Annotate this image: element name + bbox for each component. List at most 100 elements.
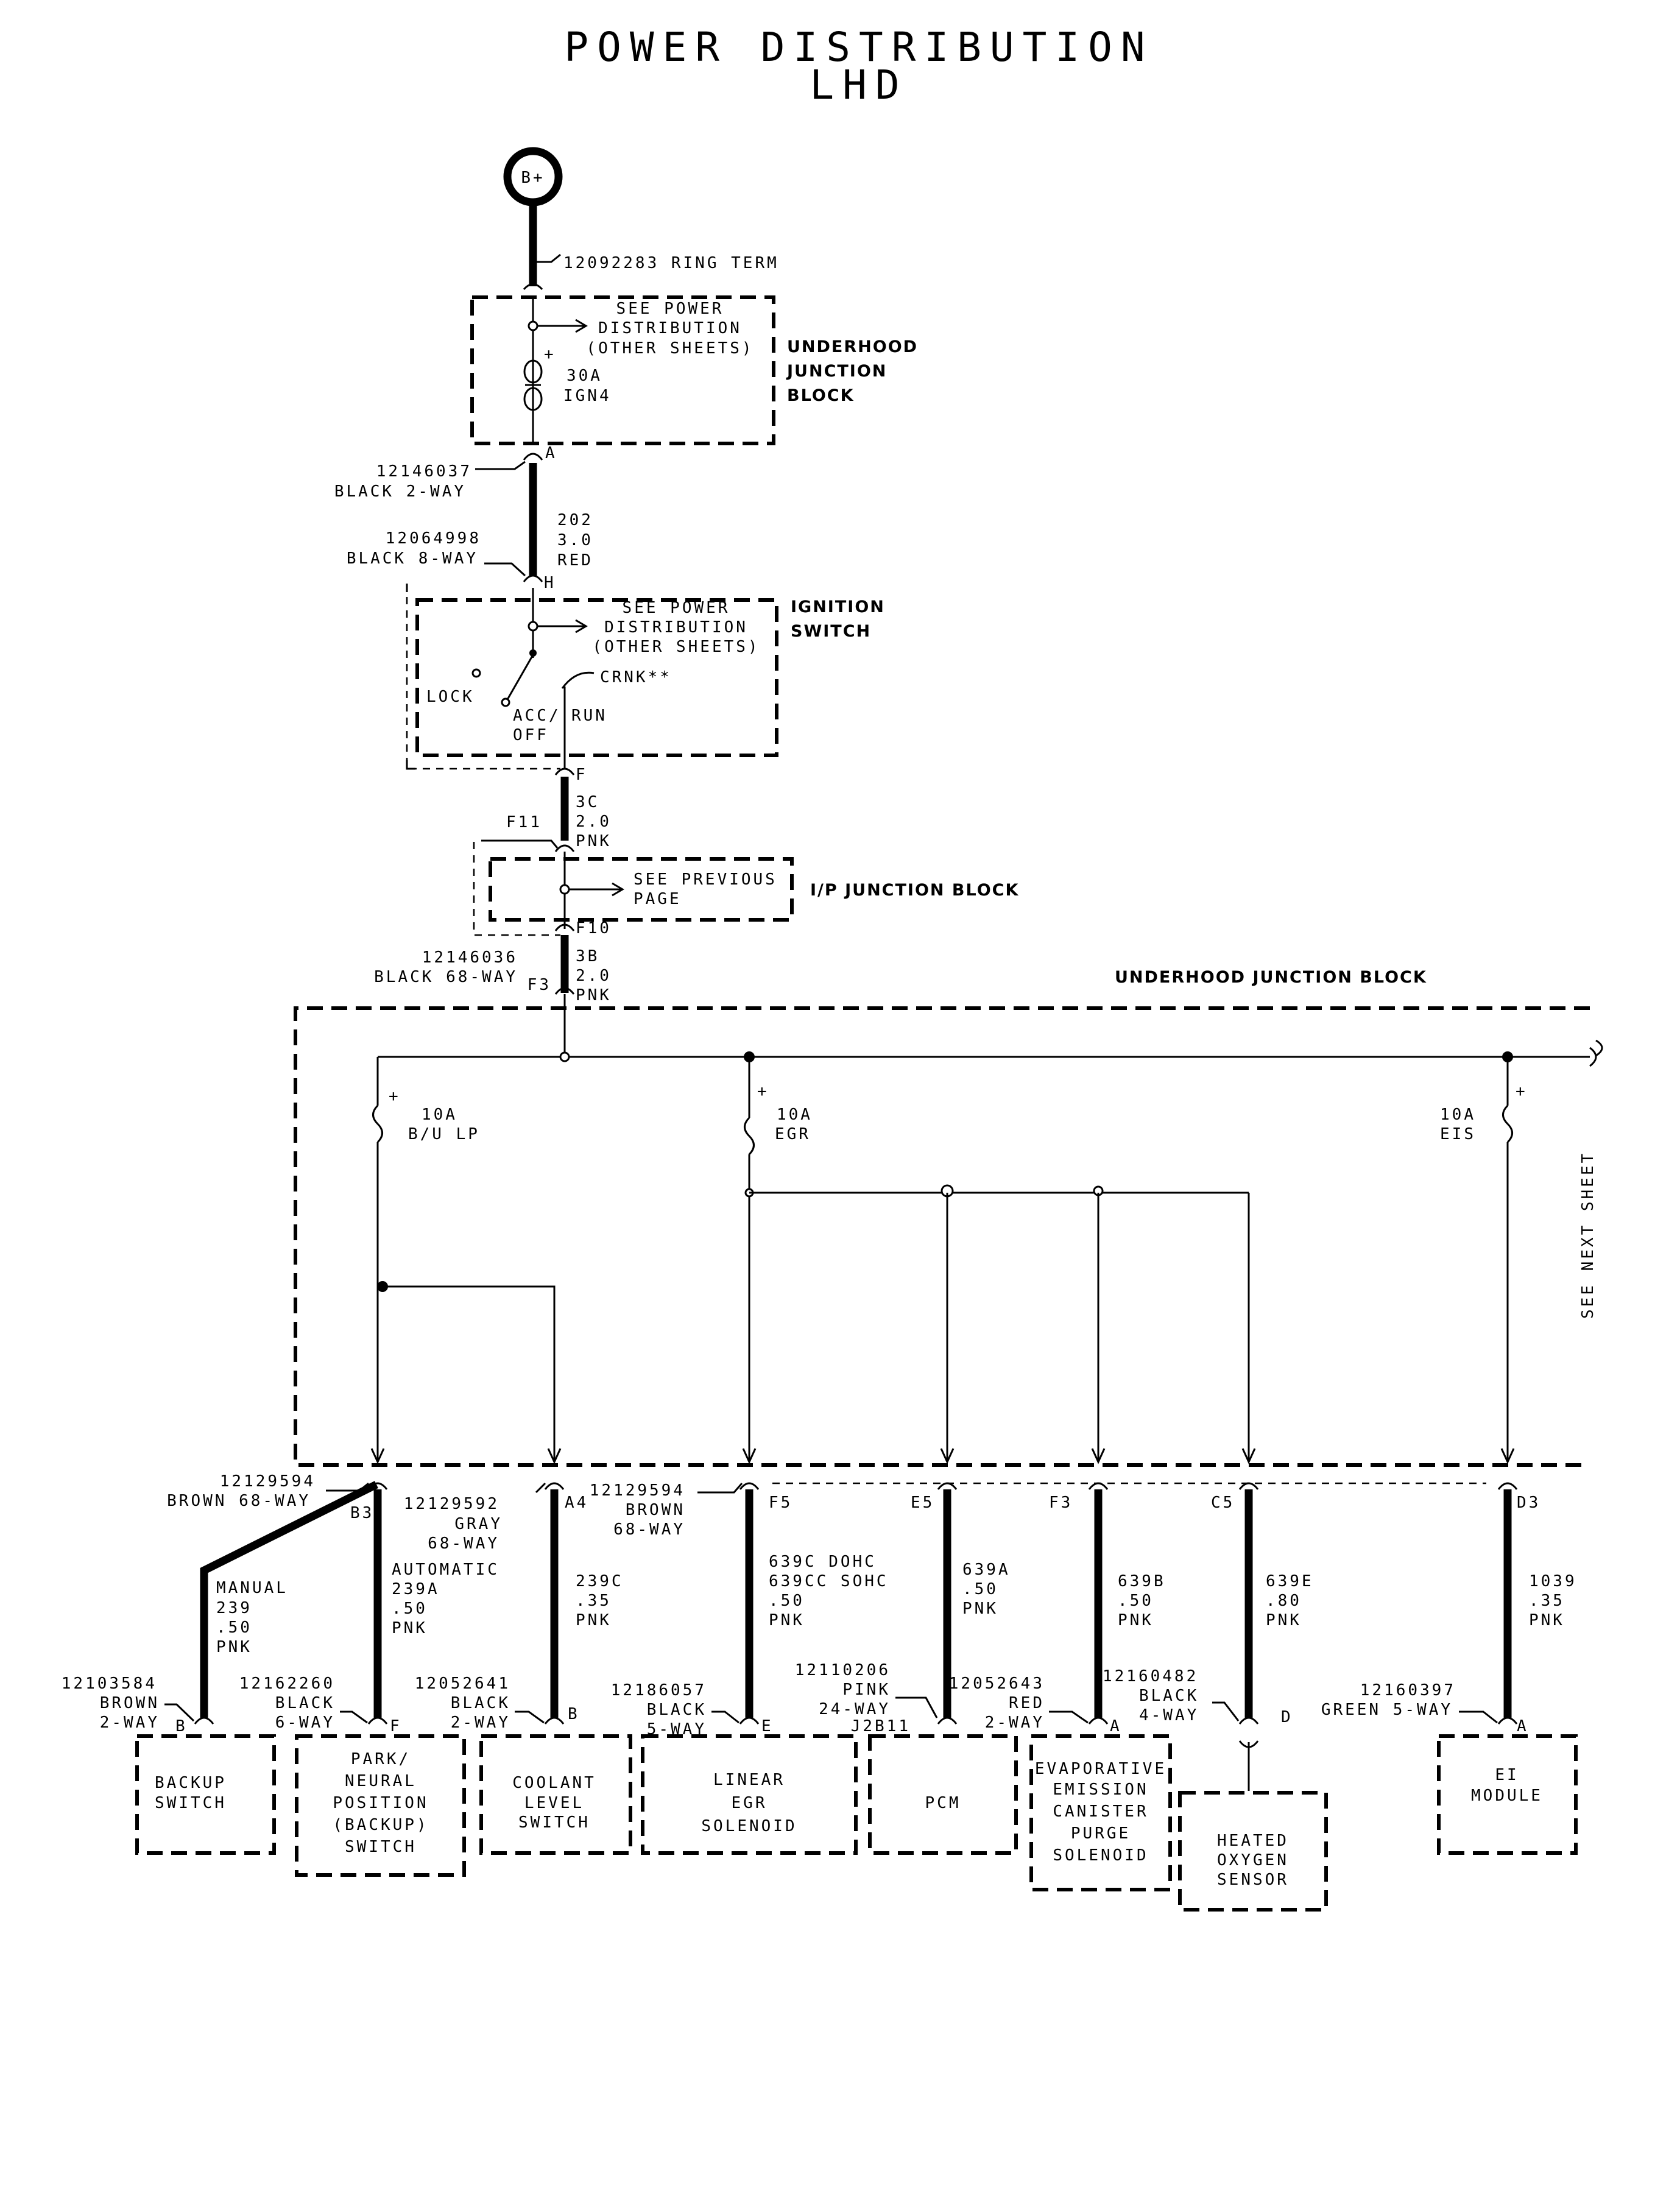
wire-639b-color: PNK (1118, 1611, 1154, 1629)
pin-f3: F3 (1049, 1494, 1073, 1512)
underhood-main-name: UNDERHOOD JUNCTION BLOCK (1115, 968, 1427, 987)
o2-pin: D (1281, 1708, 1293, 1726)
backup-name1: BACKUP (155, 1774, 227, 1792)
pin-f5: F5 (769, 1494, 792, 1512)
wire-3b-circuit: 3B (576, 947, 599, 966)
backup-conn-part: 12103584 (62, 1675, 157, 1693)
fuse-eis-plus: + (1516, 1082, 1528, 1101)
ignition-crank-contact (561, 671, 595, 689)
ignition-lock: LOCK (426, 688, 475, 706)
underhood-top-see-2: DISTRIBUTION (598, 319, 742, 337)
coolant-conn-desc1: BLACK (451, 1694, 510, 1712)
fuse-bulp-plus: + (389, 1087, 401, 1106)
coolant-name2: LEVEL (524, 1794, 584, 1812)
wire-202-gauge: 3.0 (557, 531, 593, 549)
pcm-conn-desc1: PINK (842, 1681, 891, 1699)
fuse-eis-name: EIS (1440, 1125, 1476, 1143)
underhood-top-name-1: UNDERHOOD (787, 337, 918, 356)
wire-3b-gauge: 2.0 (576, 967, 612, 985)
backup-conn-desc2: 2-WAY (100, 1714, 160, 1732)
park-conn-part: 12162260 (239, 1675, 335, 1693)
wire-auto-color: PNK (392, 1619, 428, 1637)
ignition-run: RUN (571, 707, 607, 725)
wire-639c-gauge: .50 (769, 1592, 805, 1610)
conn-a4-desc2: 68-WAY (428, 1534, 499, 1553)
backup-pin: B (175, 1717, 188, 1735)
fuse-30a-rating: 30A (566, 367, 602, 385)
fuse-bulp-rating: 10A (422, 1106, 457, 1124)
ignition-see-2: DISTRIBUTION (604, 618, 748, 637)
ip-pin-f10: F10 (576, 919, 612, 937)
wire-239c-circuit: 239C (576, 1572, 624, 1590)
wire-auto-line1: AUTOMATIC (392, 1561, 499, 1579)
park-name1: PARK/ (351, 1750, 411, 1768)
conn-b3-part: 12129594 (220, 1472, 316, 1491)
evap-conn-desc1: RED (1009, 1694, 1045, 1712)
pin-d3: D3 (1517, 1494, 1541, 1512)
conn-12146036-desc: BLACK 68-WAY (374, 968, 518, 986)
pcm-name1: PCM (925, 1794, 961, 1812)
conn-f5-desc1: BROWN (626, 1501, 685, 1519)
park-conn-desc2: 6-WAY (275, 1714, 335, 1732)
ring-terminal-label: 12092283 RING TERM (563, 254, 779, 272)
underhood-top-name-2: JUNCTION (786, 362, 887, 381)
coolant-name1: COOLANT (512, 1774, 596, 1792)
park-name4: (BACKUP) (333, 1816, 428, 1834)
wire-639c-circuit2: 639CC SOHC (769, 1572, 889, 1590)
evap-conn-desc2: 2-WAY (985, 1714, 1045, 1732)
ignition-see-1: SEE POWER (623, 599, 730, 617)
ei-pin: A (1517, 1717, 1529, 1735)
underhood-main-block (294, 1006, 1590, 1467)
conn-12146036-part: 12146036 (422, 948, 518, 967)
pcm-conn-part: 12110206 (795, 1661, 891, 1679)
fuse-egr-icon (744, 1117, 755, 1156)
evap-name4: PURGE (1071, 1824, 1131, 1843)
fuse-bulp-icon (372, 1104, 383, 1143)
coolant-conn-part: 12052641 (415, 1675, 510, 1693)
pcm-box (868, 1734, 1018, 1855)
fuse-eis-icon (1502, 1104, 1513, 1143)
park-name5: SWITCH (345, 1838, 417, 1856)
ei-name2: MODULE (1471, 1787, 1543, 1805)
fuse-egr-rating: 10A (777, 1106, 813, 1124)
ignition-name-1: IGNITION (791, 598, 885, 616)
evap-pin: A (1110, 1717, 1122, 1735)
ignition-see-3: (OTHER SHEETS) (592, 638, 760, 656)
conn-12064998-desc: BLACK 8-WAY (347, 549, 478, 568)
backup-conn-desc1: BROWN (100, 1694, 160, 1712)
ei-conn-desc1: GREEN 5-WAY (1321, 1701, 1453, 1719)
wire-639e-circuit: 639E (1266, 1572, 1314, 1590)
wire-auto-circuit: 239A (392, 1580, 440, 1598)
evap-name5: SOLENOID (1053, 1846, 1148, 1865)
conn-12146037-desc: BLACK 2-WAY (334, 482, 466, 501)
wire-239-manual (200, 1481, 378, 1718)
diagram-subtitle: LHD (810, 62, 908, 108)
wire-3c-circuit: 3C (576, 793, 599, 811)
ignition-acc-2: OFF (513, 726, 549, 744)
evap-name1: EVAPORATIVE (1035, 1760, 1166, 1778)
conn-a4-part: 12129592 (404, 1495, 499, 1513)
pcm-conn-desc2: 24-WAY (819, 1700, 891, 1718)
ignition-acc-1: ACC/ (513, 707, 561, 725)
ignition-switch-block (415, 598, 778, 757)
underhood-top-pin: A (545, 444, 557, 462)
conn-12064998-part: 12064998 (386, 529, 481, 548)
egr-conn-part: 12186057 (611, 1681, 707, 1700)
diagram-title: POWER DISTRIBUTION (564, 24, 1153, 71)
fuse-30a-icon (523, 359, 543, 384)
egr-pin: E (761, 1717, 774, 1735)
pin-b3: B3 (350, 1504, 374, 1522)
park-pin: F (390, 1717, 402, 1735)
pcm-pin: J2B11 (851, 1717, 911, 1735)
coolant-name3: SWITCH (518, 1813, 590, 1832)
wire-auto-gauge: .50 (392, 1600, 428, 1618)
wire-1039-circuit: 1039 (1529, 1572, 1577, 1590)
evap-name2: EMISSION (1053, 1781, 1148, 1799)
egr-name3: SOLENOID (701, 1817, 797, 1835)
coolant-conn-desc2: 2-WAY (451, 1714, 510, 1732)
egr-name2: EGR (732, 1794, 768, 1812)
see-next-sheet: SEE NEXT SHEET (1579, 1151, 1597, 1319)
ip-see-1: SEE PREVIOUS (634, 870, 777, 889)
conn-f5-part: 12129594 (590, 1481, 685, 1500)
